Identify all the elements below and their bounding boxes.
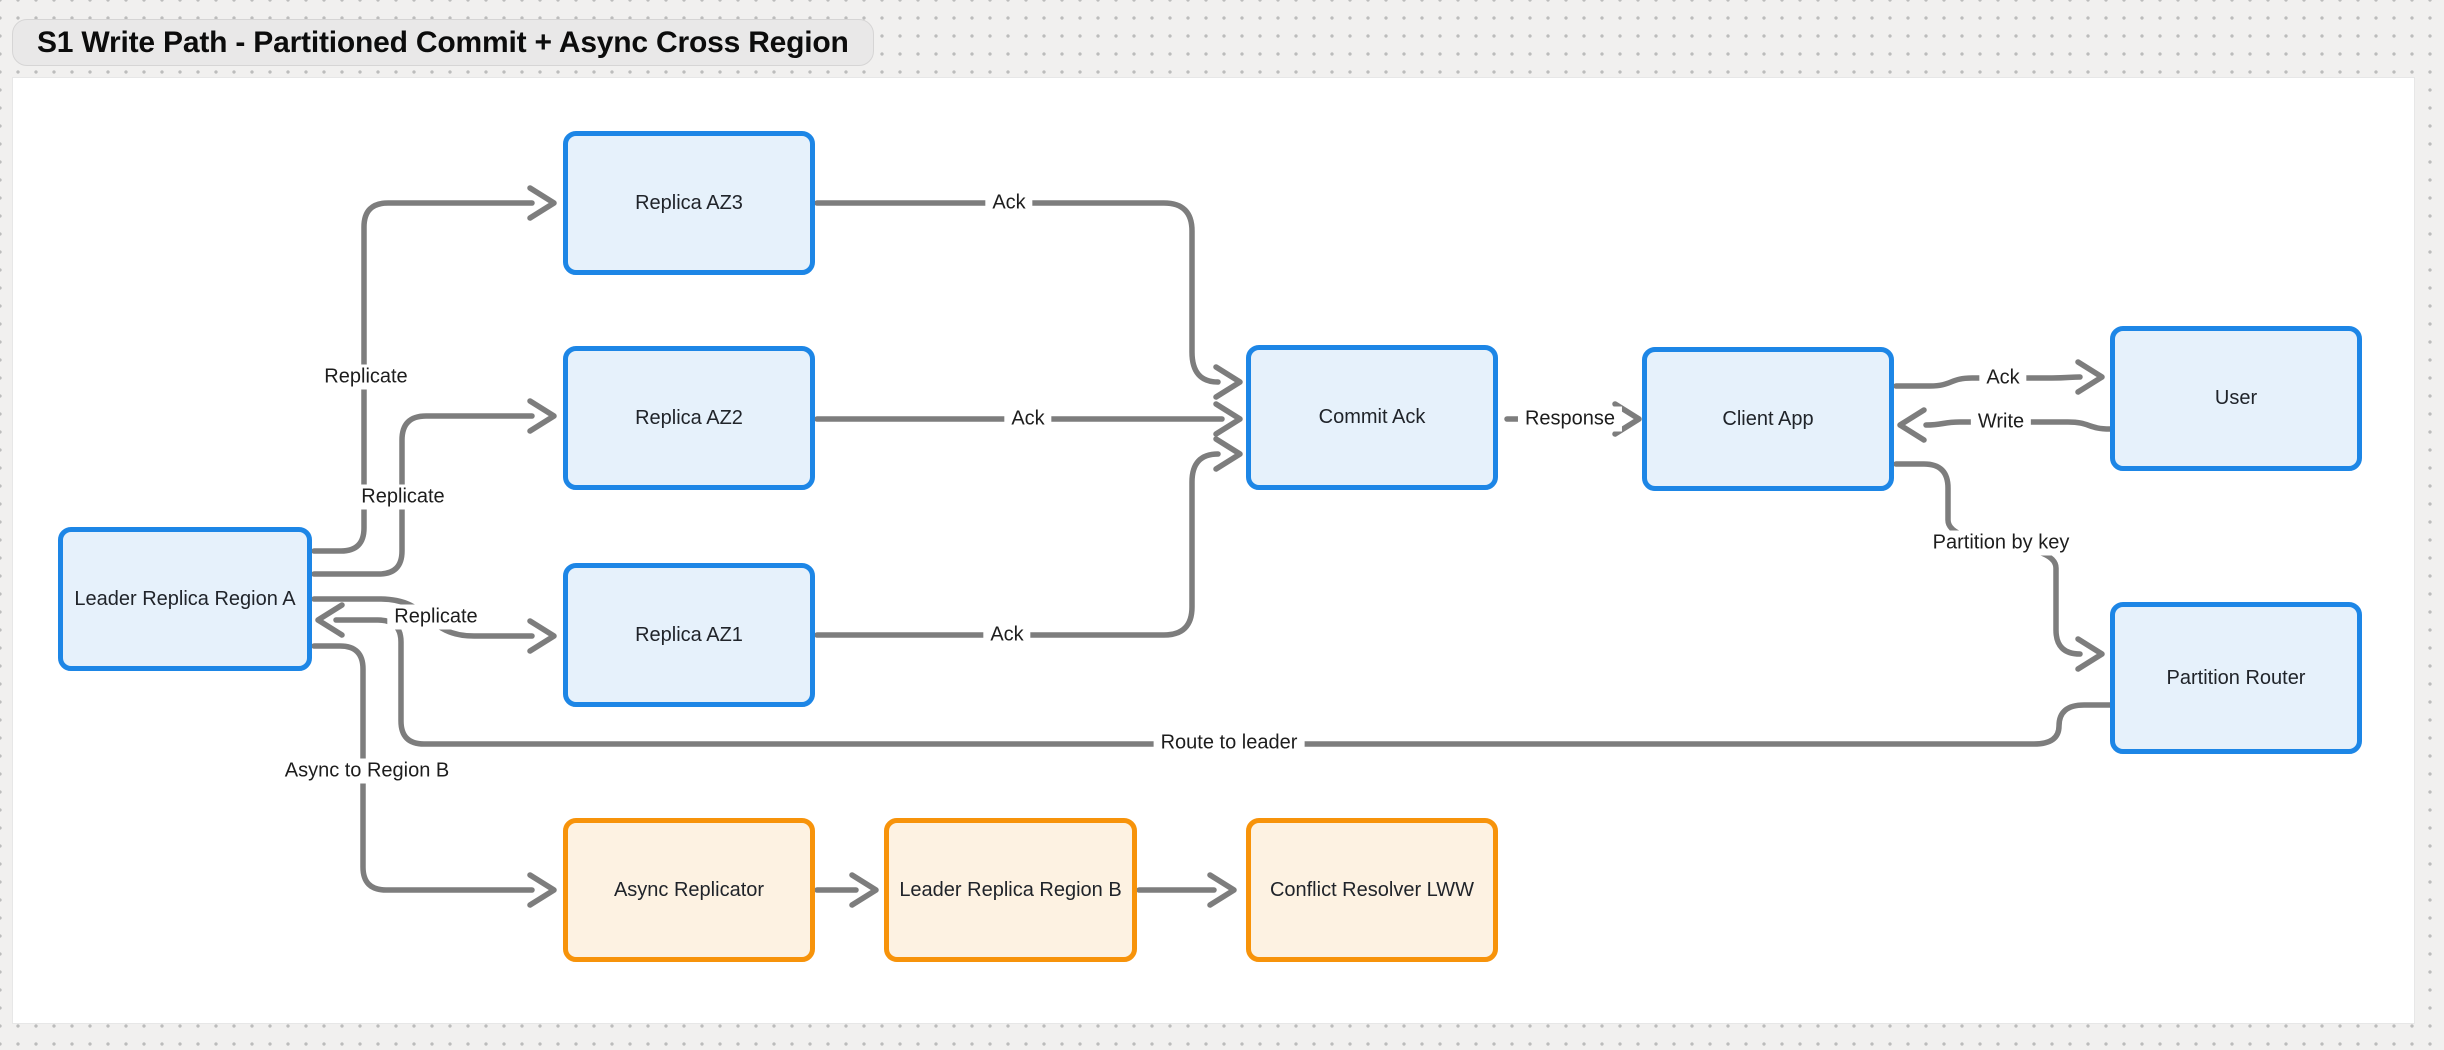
node-label: User <box>2214 387 2258 409</box>
edge-label-ack-az3[interactable]: Ack <box>985 190 1033 216</box>
edge-label-ack-az1[interactable]: Ack <box>983 622 1031 648</box>
edge-label-replicate-az2[interactable]: Replicate <box>354 484 452 510</box>
node-label: Replica AZ3 <box>635 191 743 214</box>
edge-label-ack-to-user[interactable]: Ack <box>1979 365 2027 391</box>
node-label: Leader Replica Region A <box>74 587 296 610</box>
edge-ack-az1[interactable] <box>814 436 1243 638</box>
node-label: Conflict Resolver LWW <box>1269 878 1475 901</box>
node-leader-region-b[interactable]: Leader Replica Region B <box>884 818 1137 962</box>
edge-label-async-to-region-b[interactable]: Async to Region B <box>277 758 457 784</box>
node-label: Client App <box>1722 407 1814 430</box>
edge-label-response[interactable]: Response <box>1517 406 1623 432</box>
node-label: Partition Router <box>2166 666 2306 689</box>
edge-ack-to-user[interactable] <box>1893 359 2105 395</box>
edge-ack-az3[interactable] <box>814 200 1243 400</box>
edge-label-write[interactable]: Write <box>1970 409 2032 435</box>
node-label: Replica AZ2 <box>635 406 743 429</box>
node-label: Leader Replica Region B <box>899 878 1122 901</box>
node-user[interactable]: User <box>2110 326 2362 471</box>
node-async-replicator[interactable]: Async Replicator <box>563 818 815 962</box>
node-leader-region-a[interactable]: Leader Replica Region A <box>58 527 312 671</box>
node-replica-az2[interactable]: Replica AZ2 <box>563 346 815 490</box>
edge-label-partition-by-key[interactable]: Partition by key <box>1925 530 2077 556</box>
node-partition-router[interactable]: Partition Router <box>2110 602 2362 754</box>
edge-label-replicate-az3[interactable]: Replicate <box>317 364 415 390</box>
edge-label-replicate-az1[interactable]: Replicate <box>387 604 485 630</box>
node-label: Commit Ack <box>1318 406 1426 428</box>
edge-label-ack-az2[interactable]: Ack <box>1004 406 1052 432</box>
edge-partition-by-key[interactable] <box>1893 461 2105 672</box>
node-label: Replica AZ1 <box>635 623 743 646</box>
node-label: Async Replicator <box>613 878 765 901</box>
diagram-title-pill[interactable]: S1 Write Path - Partitioned Commit + Asy… <box>12 19 874 66</box>
node-commit-ack[interactable]: Commit Ack <box>1246 345 1498 490</box>
node-client-app[interactable]: Client App <box>1642 347 1894 491</box>
node-replica-az3[interactable]: Replica AZ3 <box>563 131 815 275</box>
edge-label-route-to-leader[interactable]: Route to leader <box>1153 730 1305 756</box>
diagram-title-text: S1 Write Path - Partitioned Commit + Asy… <box>37 25 849 59</box>
edge-async-to-leader-b[interactable] <box>814 872 879 908</box>
node-replica-az1[interactable]: Replica AZ1 <box>563 563 815 707</box>
edge-leader-b-to-resolver[interactable] <box>1136 872 1237 908</box>
node-conflict-resolver[interactable]: Conflict Resolver LWW <box>1246 818 1498 962</box>
edge-route-to-leader[interactable] <box>315 602 2113 747</box>
